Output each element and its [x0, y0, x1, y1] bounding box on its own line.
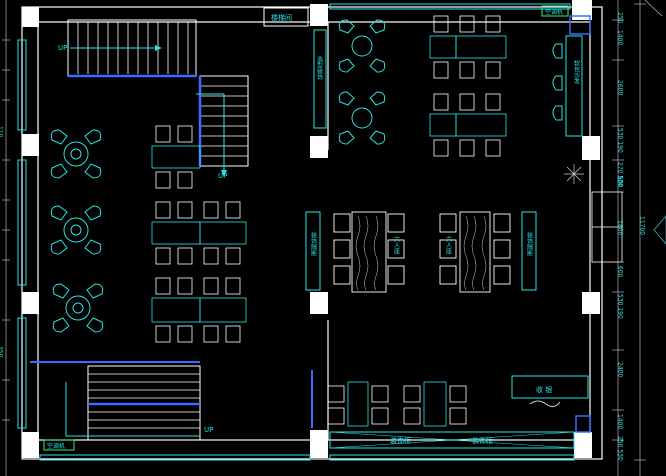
cashier-label: 收 银 — [536, 385, 552, 394]
top-sign-label: 楼梯间 — [271, 13, 292, 22]
round-table-set-4 — [338, 19, 386, 73]
dim-left-2: 350 — [0, 346, 4, 358]
stair-bottom — [30, 361, 201, 441]
dim-right-12: 250 530 — [617, 436, 624, 461]
center-tables — [333, 211, 511, 293]
bottom-cabinet — [329, 431, 575, 449]
bottom-right-blue-box — [575, 415, 591, 433]
rect-tables-bottom-right — [327, 381, 467, 427]
round-table-set-5 — [338, 91, 386, 145]
dim-right-1: 250 — [617, 12, 624, 24]
cashier-desk — [511, 375, 589, 408]
dim-right-11: 1400 — [617, 414, 624, 429]
stair-up-label-bottom: UP — [204, 426, 213, 434]
dim-left-1: 110 — [0, 126, 4, 138]
dim-right-5: 270 530 — [617, 162, 624, 187]
dim-right-10: 2400 — [617, 362, 624, 377]
dimension-lines-left — [2, 0, 10, 476]
entrance-doors — [591, 191, 623, 263]
bench-top-left-label: 造型装饰 — [316, 55, 323, 81]
dim-right-4: 530 190 — [617, 128, 624, 153]
table-label-center-right: 六人座 — [445, 235, 452, 255]
columns — [22, 0, 600, 458]
sofa-right-wall — [552, 35, 583, 137]
cabinet-label-left: 装饰柜 — [390, 436, 411, 445]
dim-right-7: 1800 — [617, 220, 624, 235]
partition-mid-left — [305, 211, 321, 291]
top-right-sign-label: 空调机 — [545, 8, 563, 16]
table-label-center-left: 六人座 — [393, 235, 400, 255]
round-table-set-3 — [52, 283, 104, 333]
cabinet-label-right: 装饰柜 — [472, 436, 493, 445]
bench-top-left — [313, 29, 327, 129]
dim-right-total: 11700 — [639, 216, 646, 235]
sofa-label: 软包沙发 — [573, 59, 580, 85]
dim-right-8: 600 — [617, 266, 624, 278]
top-sign-box — [263, 7, 309, 27]
bottom-left-sign-label: 空调机 — [47, 442, 65, 450]
stair-middle — [196, 75, 249, 177]
stair-up-label-top: UP — [58, 44, 67, 52]
plant-icon — [564, 164, 584, 184]
rect-tables-top-right — [429, 15, 507, 157]
top-right-blue-box — [569, 15, 591, 35]
top-right-sign-box — [541, 5, 569, 17]
rect-tables-left — [151, 125, 247, 343]
windows — [17, 3, 575, 461]
dimension-lines-right — [612, 0, 666, 476]
dim-right-3: 2600 — [617, 80, 624, 95]
dim-right-6: 600 — [617, 176, 624, 188]
partition-mid-right — [521, 211, 537, 291]
stair-top — [67, 19, 197, 78]
round-table-set-1 — [50, 129, 102, 179]
partition-mid-right-label: 装饰隔断 — [526, 231, 533, 257]
dim-right-9: 530 190 — [617, 294, 624, 319]
partition-mid-left-label: 装饰隔断 — [310, 231, 317, 257]
center-table-wood-grain — [355, 215, 487, 291]
round-table-set-2 — [50, 205, 102, 255]
stair-up-label-mid: UP — [218, 172, 227, 180]
bottom-left-sign-box — [43, 439, 75, 451]
dim-right-2: 1400 — [617, 30, 624, 45]
